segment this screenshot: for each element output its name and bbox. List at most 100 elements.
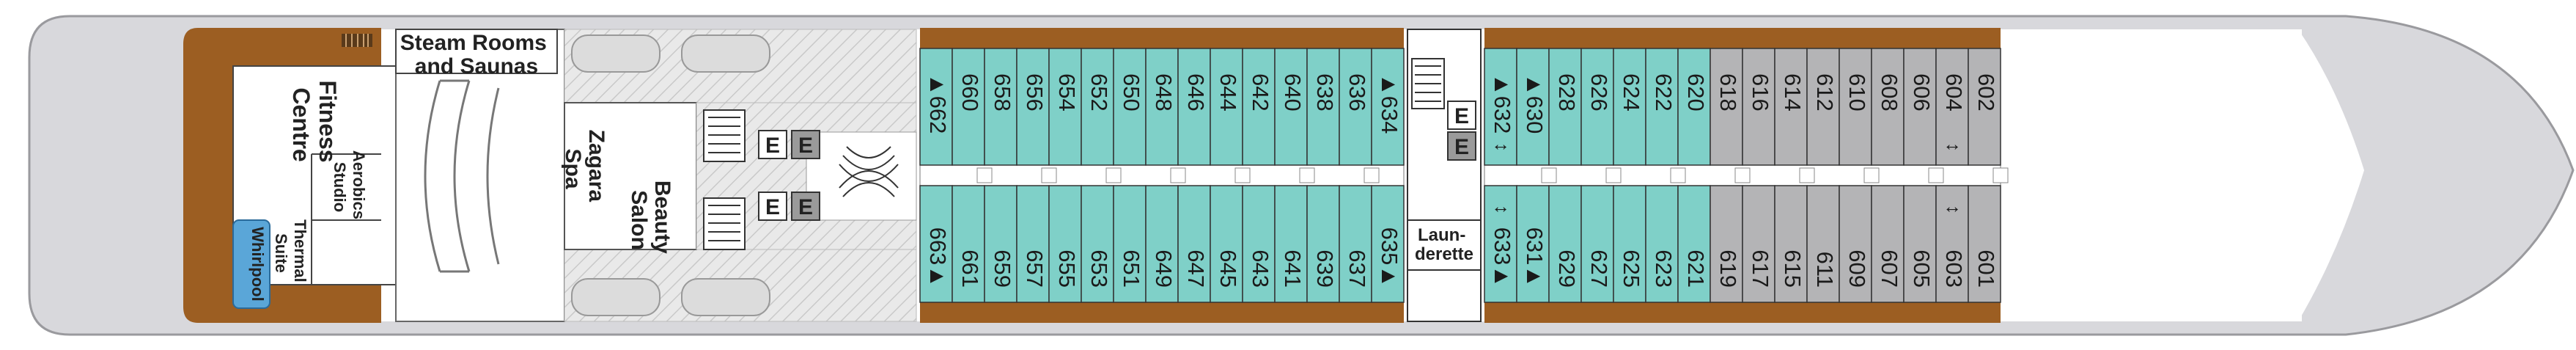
- cabin-number: 619: [1715, 249, 1741, 288]
- cabin-top[interactable]: [1274, 48, 1308, 166]
- cabin-top[interactable]: [1210, 48, 1243, 166]
- cabin-bottom[interactable]: [952, 185, 985, 303]
- cabin-number: 642: [1248, 73, 1273, 112]
- cabin-top[interactable]: [1580, 48, 1614, 166]
- cabin-number: 629: [1554, 249, 1580, 288]
- cabin-bottom[interactable]: [1339, 185, 1372, 303]
- cabin-top[interactable]: [1048, 48, 1082, 166]
- elevator-label: E: [798, 134, 813, 158]
- balcony-strip-top: [920, 28, 1404, 48]
- thermal-suite-label: Thermal Suite: [272, 219, 309, 287]
- cabin-number: 604: [1941, 73, 1967, 112]
- cabin-bottom[interactable]: [1516, 185, 1550, 303]
- corridor-pillar: [1799, 167, 1815, 183]
- cabin-bottom[interactable]: [1806, 185, 1840, 303]
- cabin-top[interactable]: [1710, 48, 1743, 166]
- cabin-bottom[interactable]: [1677, 185, 1711, 303]
- cabin-top[interactable]: [984, 48, 1017, 166]
- cabin-number: 635▲: [1377, 227, 1402, 288]
- cabin-bottom[interactable]: [1839, 185, 1872, 303]
- cabin-number: 648: [1151, 73, 1177, 112]
- cabin-top[interactable]: [1903, 48, 1937, 166]
- corridor-pillar: [1863, 167, 1880, 183]
- cabin-top[interactable]: [1516, 48, 1550, 166]
- bow-deck: [1998, 29, 2364, 321]
- connecting-arrow-icon: ↔: [1943, 133, 1962, 155]
- cabin-number: 638: [1312, 73, 1338, 112]
- cabin-bottom[interactable]: [1484, 185, 1517, 303]
- cabin-number: 637: [1344, 249, 1370, 288]
- cabin-number: 652: [1086, 73, 1112, 112]
- cabin-top[interactable]: [1613, 48, 1646, 166]
- cabin-bottom[interactable]: [1580, 185, 1614, 303]
- cabin-number: 625: [1619, 249, 1644, 288]
- cabin-bottom[interactable]: [919, 185, 953, 303]
- cabin-bottom[interactable]: [1968, 185, 2001, 303]
- cabin-number: 612: [1812, 73, 1838, 112]
- cabin-bottom[interactable]: [1645, 185, 1679, 303]
- cabin-number: 620: [1683, 73, 1709, 112]
- cabin-top[interactable]: [1242, 48, 1276, 166]
- cabin-top[interactable]: [1484, 48, 1517, 166]
- cabin-bottom[interactable]: [1774, 185, 1808, 303]
- corridor-pillar: [1170, 167, 1186, 183]
- cabin-number: 653: [1086, 249, 1112, 288]
- cabin-bottom[interactable]: [1113, 185, 1147, 303]
- whirlpool-label: Whirlpool: [249, 227, 267, 301]
- cabin-top[interactable]: [1935, 48, 1969, 166]
- cabin-number: 602: [1973, 73, 1999, 112]
- corridor-pillar: [1299, 167, 1315, 183]
- cabin-number: 659: [990, 249, 1015, 288]
- cabin-top[interactable]: [1677, 48, 1711, 166]
- cabin-top[interactable]: [1774, 48, 1808, 166]
- cabin-bottom[interactable]: [1016, 185, 1050, 303]
- cabin-bottom[interactable]: [1145, 185, 1179, 303]
- cabin-bottom[interactable]: [1548, 185, 1582, 303]
- balcony-strip-bottom: [920, 302, 1404, 323]
- cabin-number: 640: [1280, 73, 1306, 112]
- vent-icon: [342, 34, 372, 47]
- cabin-top[interactable]: [1742, 48, 1775, 166]
- cabin-bottom[interactable]: [1935, 185, 1969, 303]
- cabin-bottom[interactable]: [1242, 185, 1276, 303]
- cabin-bottom[interactable]: [1177, 185, 1211, 303]
- cabin-number: 644: [1215, 73, 1241, 112]
- cabin-top[interactable]: [1113, 48, 1147, 166]
- cabin-top[interactable]: [1968, 48, 2001, 166]
- elevator-label: E: [1454, 104, 1469, 128]
- connecting-arrow-icon: ↔: [1491, 133, 1510, 155]
- cabin-top[interactable]: [1306, 48, 1340, 166]
- cabin-bottom[interactable]: [1371, 185, 1405, 303]
- cabin-bottom[interactable]: [1210, 185, 1243, 303]
- cabin-number: 663▲: [925, 227, 951, 288]
- lifeboats: [571, 34, 770, 316]
- cabin-bottom[interactable]: [1081, 185, 1114, 303]
- cabin-top[interactable]: [1145, 48, 1179, 166]
- cabin-top[interactable]: [1548, 48, 1582, 166]
- cabin-number: 658: [990, 73, 1015, 112]
- cabin-number: 633▲: [1490, 227, 1515, 288]
- cabin-number: 655: [1054, 249, 1080, 288]
- cabin-bottom[interactable]: [1903, 185, 1937, 303]
- cabin-bottom[interactable]: [1306, 185, 1340, 303]
- cabin-number: 639: [1312, 249, 1338, 288]
- cabin-bottom[interactable]: [1871, 185, 1905, 303]
- elevator-label: E: [1454, 135, 1469, 159]
- elevator-aft-bottom: E E: [758, 192, 820, 221]
- launderette-label: Laun- derette: [1415, 225, 1473, 264]
- cabin-number: 607: [1877, 249, 1902, 288]
- corridor-pillar: [1541, 167, 1557, 183]
- cabin-number: 623: [1651, 249, 1677, 288]
- elevator-aft-top: E E: [758, 130, 820, 159]
- zagara-spa-label: Zagara Spa: [561, 130, 608, 208]
- cabin-number: 645: [1215, 249, 1241, 288]
- cabin-top[interactable]: [1081, 48, 1114, 166]
- cabin-number: 661: [957, 249, 983, 288]
- cabin-top[interactable]: [1371, 48, 1405, 166]
- cabin-top[interactable]: [1806, 48, 1840, 166]
- cabin-top[interactable]: [919, 48, 953, 166]
- cabin-bottom[interactable]: [984, 185, 1017, 303]
- cabin-number: 636: [1344, 73, 1370, 112]
- cabin-top[interactable]: [1339, 48, 1372, 166]
